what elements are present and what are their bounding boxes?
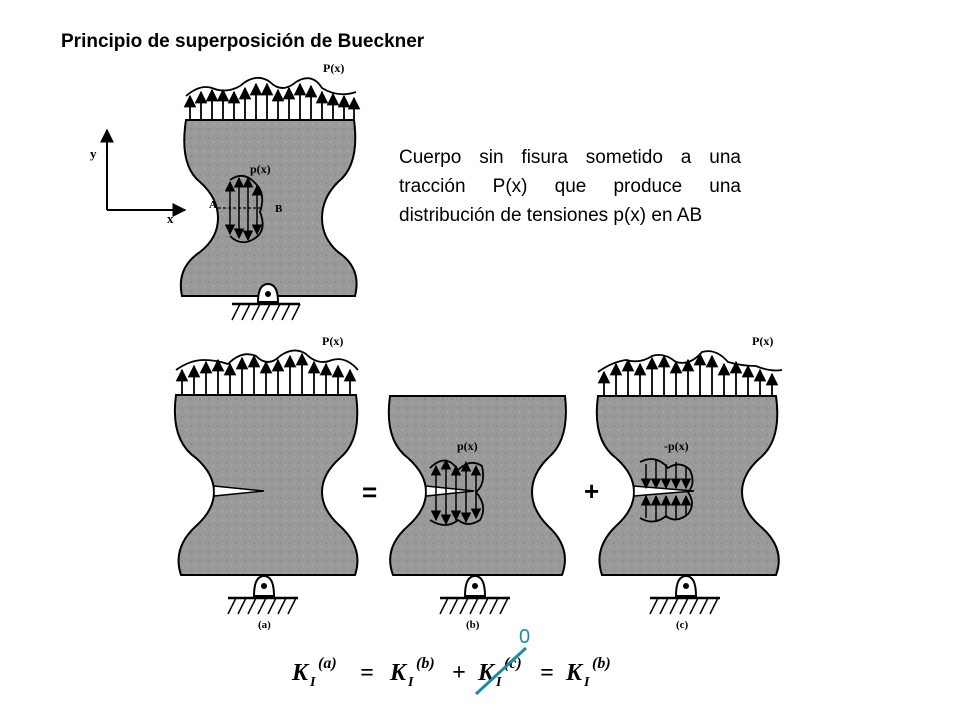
edge-crack [425,485,475,497]
panel-a-caption: (a) [258,619,271,631]
stress-arrows [640,460,692,522]
stress-label: -p(x) [664,439,689,453]
applied-load-arrows [597,352,779,396]
top-figure: y x [90,61,361,321]
stress-label: p(x) [250,162,271,176]
formula-sup3: (c) [504,655,522,672]
point-b-label: B [275,203,283,215]
point-a-label: A [209,199,217,211]
support-pin [231,282,301,321]
panel-c: P(x) -p(x) [595,334,783,631]
formula-k2: K [389,660,408,686]
specimen-body [387,395,567,576]
applied-load-arrows [175,352,357,395]
formula-sub2: I [407,675,414,690]
load-label: P(x) [752,334,773,348]
stress-arrows [224,176,263,242]
applied-load-arrows [183,82,361,120]
load-envelope [185,76,357,97]
panel-b-caption: (b) [466,619,480,631]
y-axis-label: y [90,146,97,161]
panel-c-caption: (c) [676,619,689,631]
description-text: Cuerpo sin fisura sometido a una tracció… [399,147,741,226]
superposition-formula: K I (a) = K I (b) + K I (c) = K I (b) [291,655,611,690]
load-envelope [597,350,783,373]
formula-sup4: (b) [592,655,611,672]
formula-eq1: = [360,660,374,686]
page-title: Principio de superposición de Bueckner [61,31,425,52]
formula-plus: + [452,660,466,686]
load-label: P(x) [323,61,344,75]
load-label: P(x) [322,334,343,348]
stress-label: p(x) [457,439,478,453]
specimen-body [173,394,359,576]
zero-annotation: 0 [519,626,530,648]
x-axis-label: x [167,211,174,226]
specimen-body [595,395,780,576]
formula-sup1: (a) [318,655,337,672]
formula-sub1: I [309,675,316,690]
formula-k4: K [565,660,584,686]
formula-sup2: (b) [416,655,435,672]
formula-k3: K [477,660,496,686]
support-pin [227,574,298,615]
formula-eq2: = [540,660,554,686]
edge-crack [213,485,265,497]
strike-through-line [474,646,528,696]
formula-sub4: I [583,675,590,690]
support-pin [649,574,720,615]
support-pin [439,574,510,615]
load-envelope [175,349,359,371]
equals-operator: = [362,477,377,507]
formula-k1: K [291,660,310,686]
panel-a: P(x) (a) [173,334,359,631]
formula-sub3: I [495,675,502,690]
stress-arrows [430,458,482,526]
plus-operator: + [584,476,599,506]
panel-b: p(x) (b) [387,395,567,631]
specimen-body [179,119,358,297]
